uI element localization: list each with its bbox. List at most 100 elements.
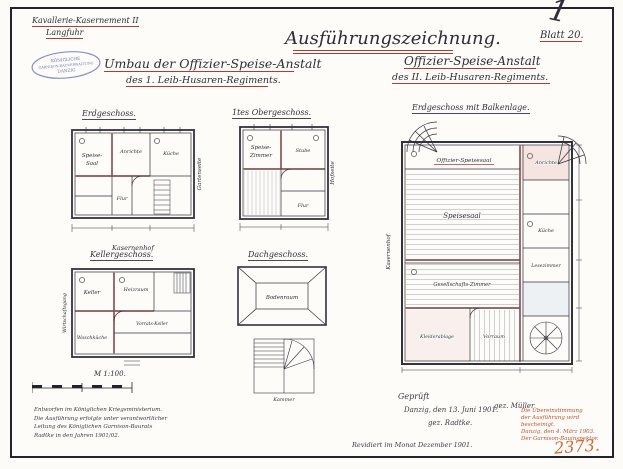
room-label: Speise- [251,145,271,151]
room-number-circles [411,151,533,275]
plan-balkenlage: Offizier-Speisesaal Speisesaal Anrichte … [385,121,587,373]
plan-kellergeschoss: Keller Heizraum Vorrats-Keller Waschküch… [61,268,195,366]
inner-walls [74,132,192,216]
masonry-walls [75,273,154,353]
room-label: Bodenraum [265,295,298,301]
left-title-block: Umbau der Offizier-Speise-Anstalt des 1.… [104,56,321,87]
location-line2: Langfuhr [46,28,84,39]
dimension-lines [71,224,195,232]
red-underline [392,83,550,84]
plan-obergeschoss: Speise- Zimmer Stube Flur Hofseite [239,124,337,231]
inner-walls [74,271,192,355]
inner-walls [404,144,570,362]
room-label: Gesellschafts-Zimmer [433,282,491,288]
red-underline [126,86,268,87]
side-label: Kasernenhof [386,233,392,270]
plan-label-dachgeschoss: Dachgeschoss. [248,250,308,261]
certification-line: Die Übereinstimmung [521,408,583,414]
outer-walls [71,129,195,219]
inner-walls [242,129,326,217]
main-title-block: Ausführungszeichnung. [285,28,501,54]
stair-detail [253,338,315,394]
signature-1: gez. Müller [494,402,535,410]
beam-layout [406,170,519,361]
scale-bar [32,382,133,393]
side-label: Hofseite [330,161,336,186]
room-label: Kleiderablage [419,334,454,340]
spiral-stair [529,321,563,355]
room-label: Küche [162,151,179,157]
stair-treads [124,272,191,366]
left-title: Umbau der Offizier-Speise-Anstalt [104,56,322,71]
room-label: Waschküche [77,335,107,341]
sheet-number: Blatt 20. [540,30,584,41]
note-line: Die Ausführung erfolgte unter verantwort… [34,415,168,422]
room-label: Saal [86,161,98,167]
roof-outline [237,266,327,326]
scale-label: M 1:100. [94,370,126,378]
courtyard-label: Kasernenhof [112,244,154,252]
roof-plan-lines [237,266,327,326]
signature-2: gez. Radtke. [428,419,473,427]
dimension-lines [239,223,329,231]
right-title-block: Offizier-Speise-Anstalt des II. Leib-Hus… [392,54,550,84]
plan-dachgeschoss: Bodenraum Kammer [237,266,327,403]
room-number-circles [79,277,125,283]
room-label: Offizier-Speisesaal [437,158,492,164]
plan-label-kellergeschoss: Kellergeschoss. [90,250,154,261]
room-label: Speisesaal [443,212,481,220]
stamp-line2: GARNISON-BAUVERWALTUNG [38,61,93,70]
note-line: Radtke in den Jahren 1901/02. [34,432,120,439]
red-underline [104,71,294,72]
plan-label-obergeschoss: 1tes Obergeschoss. [232,108,312,119]
certification-block: Die Übereinstimmung der Ausführung wird … [521,408,599,443]
outer-walls [239,126,329,220]
room-label: Anrichte [119,149,142,155]
plan-erdgeschoss: Speise- Saal Anrichte Küche Flur Gartens… [71,127,204,232]
room-label: Anrichte [534,160,557,166]
revision-note: Revidiert im Monat Dezember 1901. [352,441,473,449]
certification-line: Der Garnison-Bauinspektor. [521,436,599,442]
room-label: Flur [116,196,128,202]
window-ticks [253,124,313,130]
room-label: Lesezimmer [530,263,561,269]
room-number-circles [247,135,319,141]
room-label: Heizraum [123,287,149,293]
room-number-circles [79,138,160,144]
main-title-underline [293,50,453,54]
side-label: Wirtschaftsgang [62,293,68,333]
room-washes [405,145,569,362]
room-label: Vorrats-Keller [136,321,169,327]
sheet-number-block: Blatt 20. [540,30,584,42]
outer-walls [71,268,195,358]
plan-label-balkenlage: Erdgeschoss mit Balkenlage. [412,103,530,114]
curved-terrace [406,121,438,153]
main-title: Ausführungszeichnung. [285,28,501,49]
window-ticks [85,127,181,133]
office-stamp: KÖNIGLICHE GARNISON-BAUVERWALTUNG DANZIG [31,51,101,79]
approval-heading: Geprüft [398,392,430,401]
red-underline [540,41,582,42]
plan-label-erdgeschoss: Erdgeschoss. [82,109,136,120]
side-label: Gartenseite [197,157,203,190]
note-line: Entworfen im Königlichen Kriegsministeri… [34,407,163,413]
room-label: Zimmer [249,153,272,159]
room-label: Küche [537,228,554,234]
approval-date: Danzig, den 13. Juni 1901. [404,406,499,414]
location-title: Kavallerie-Kasernement II Langfuhr [32,15,139,39]
certification-line: der Ausführung wird [521,415,580,421]
certification-line: Danzig, den 4. März 1903. [521,429,595,435]
room-label: Flur [297,203,309,209]
room-label: Stube [296,148,311,154]
curved-stair [557,135,587,165]
red-underline [404,68,536,69]
room-label: Speise- [82,153,102,159]
outer-walls [401,141,573,365]
certification-line: bescheinigt. [521,422,556,428]
right-subtitle: des II. Leib-Husaren-Regiments. [392,72,549,83]
plan-number: 2373. [553,435,601,458]
stamp-line1: KÖNIGLICHE [51,56,81,64]
stamp-line3: DANZIG [57,67,76,74]
room-label: Kammer [272,397,295,403]
